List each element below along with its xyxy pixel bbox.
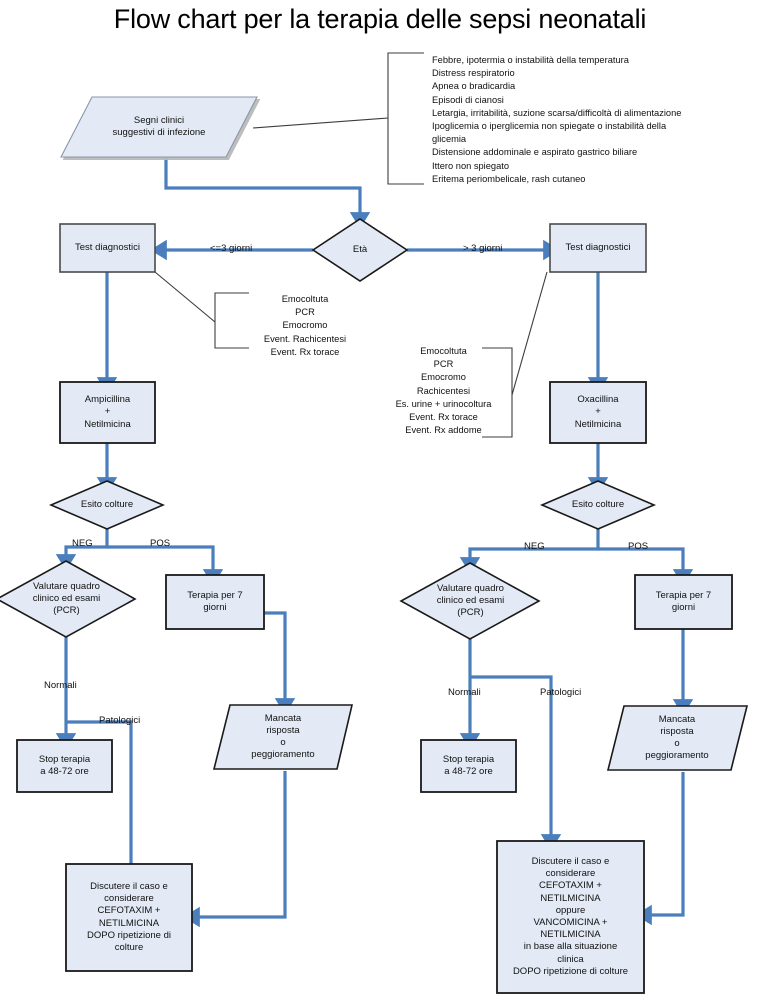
note-line: Event. Rachicentesi — [263, 333, 347, 344]
note-line: Event. Rx torace — [409, 412, 478, 423]
note-line: Event. Rx torace — [270, 346, 340, 357]
note-line: Emocoltuta — [281, 294, 329, 304]
note-line: PCR — [433, 359, 454, 370]
edge-cultures-left-neg — [55, 529, 109, 571]
note-line: Distress respiratorio — [432, 68, 515, 79]
shape-evaluate-left[interactable] — [0, 560, 137, 638]
note-line: Emocromo — [282, 320, 328, 331]
edge-label-age-gt3: > 3 giorni — [463, 243, 503, 254]
note-line: Es. urine + urinocoltura — [395, 398, 492, 409]
leader-tests-left — [154, 271, 216, 323]
leader-start-to-clinical-signs — [252, 117, 389, 129]
note-line: Ipoglicemia o iperglicemia non spiegate … — [432, 121, 667, 132]
bracket-clinical-signs — [387, 52, 424, 185]
edge-label-pos-left: POS — [150, 538, 171, 549]
edge-therapy7-left-to-failure-left — [264, 611, 296, 715]
connector-group — [55, 158, 694, 928]
shape-therapy-right[interactable] — [549, 381, 647, 444]
node-shape-group — [0, 96, 749, 994]
note-line: Ittero non spiegato — [432, 160, 510, 171]
note-line: Apnea o bradicardia — [432, 81, 516, 92]
edge-label-age-le3: <=3 giorni — [210, 243, 253, 254]
shape-therapy7-left[interactable] — [165, 574, 265, 630]
bracket-tests-left — [214, 292, 249, 349]
edge-label-neg-left: NEG — [72, 538, 93, 549]
shape-therapy-left[interactable] — [59, 381, 156, 444]
shape-age-decision[interactable] — [311, 218, 409, 282]
edge-cultures-right-pos — [598, 547, 694, 586]
edge-failure-left-to-discuss-left — [183, 771, 287, 928]
note-clinical-signs: Febbre, ipotermia o instabilità della te… — [432, 54, 758, 186]
note-line: Event. Rx addome — [405, 425, 482, 436]
shape-discuss-left[interactable] — [65, 863, 193, 972]
edge-failure-right-to-discuss-right — [635, 772, 685, 926]
page-title: Flow chart per la terapia delle sepsi ne… — [113, 4, 647, 34]
shape-cultures-left[interactable] — [48, 480, 166, 530]
edge-evaluate-left-patho — [66, 720, 142, 884]
note-line: Eritema periombelicale, rash cutaneo — [432, 173, 586, 184]
edge-cultures-right-neg — [459, 529, 600, 574]
note-line: Emocromo — [421, 372, 466, 383]
shape-stop-right[interactable] — [420, 739, 517, 793]
edge-label-patho-left: Patologici — [99, 715, 141, 726]
note-line: Rachicentesi — [416, 385, 471, 396]
note-line: PCR — [295, 307, 315, 318]
note-line: Distensione addominale e aspirato gastri… — [432, 147, 638, 158]
note-line: Episodi di cianosi — [432, 94, 504, 105]
shape-tests-left[interactable] — [59, 223, 156, 273]
shape-start[interactable] — [60, 96, 258, 158]
shape-discuss-right[interactable] — [496, 840, 645, 994]
edge-label-patho-right: Patologici — [540, 687, 582, 698]
shape-cultures-right[interactable] — [539, 480, 657, 530]
edge-label-neg-right: NEG — [524, 541, 545, 552]
edge-label-normal-right: Normali — [448, 687, 481, 698]
note-line: Emocoltuta — [420, 346, 467, 356]
edge-evaluate-right-patho — [470, 675, 562, 851]
shape-evaluate-right[interactable] — [399, 562, 541, 640]
note-line: Letargia, irritabilità, suzione scarsa/d… — [432, 107, 682, 118]
note-line: glicemia — [432, 134, 467, 145]
note-line: Febbre, ipotermia o instabilità della te… — [432, 55, 629, 65]
note-bracket-group — [154, 52, 548, 438]
shape-failure-left[interactable] — [212, 704, 354, 770]
shape-tests-right[interactable] — [549, 223, 647, 273]
edge-cultures-left-pos — [107, 545, 224, 586]
shape-failure-right[interactable] — [606, 705, 749, 771]
leader-tests-right — [511, 271, 548, 396]
shape-stop-left[interactable] — [16, 739, 113, 793]
bracket-tests-right — [482, 347, 513, 438]
edge-start-to-age — [164, 158, 371, 229]
edge-label-normal-left: Normali — [44, 680, 77, 691]
shape-therapy7-right[interactable] — [634, 574, 733, 630]
edge-label-pos-right: POS — [628, 541, 649, 552]
